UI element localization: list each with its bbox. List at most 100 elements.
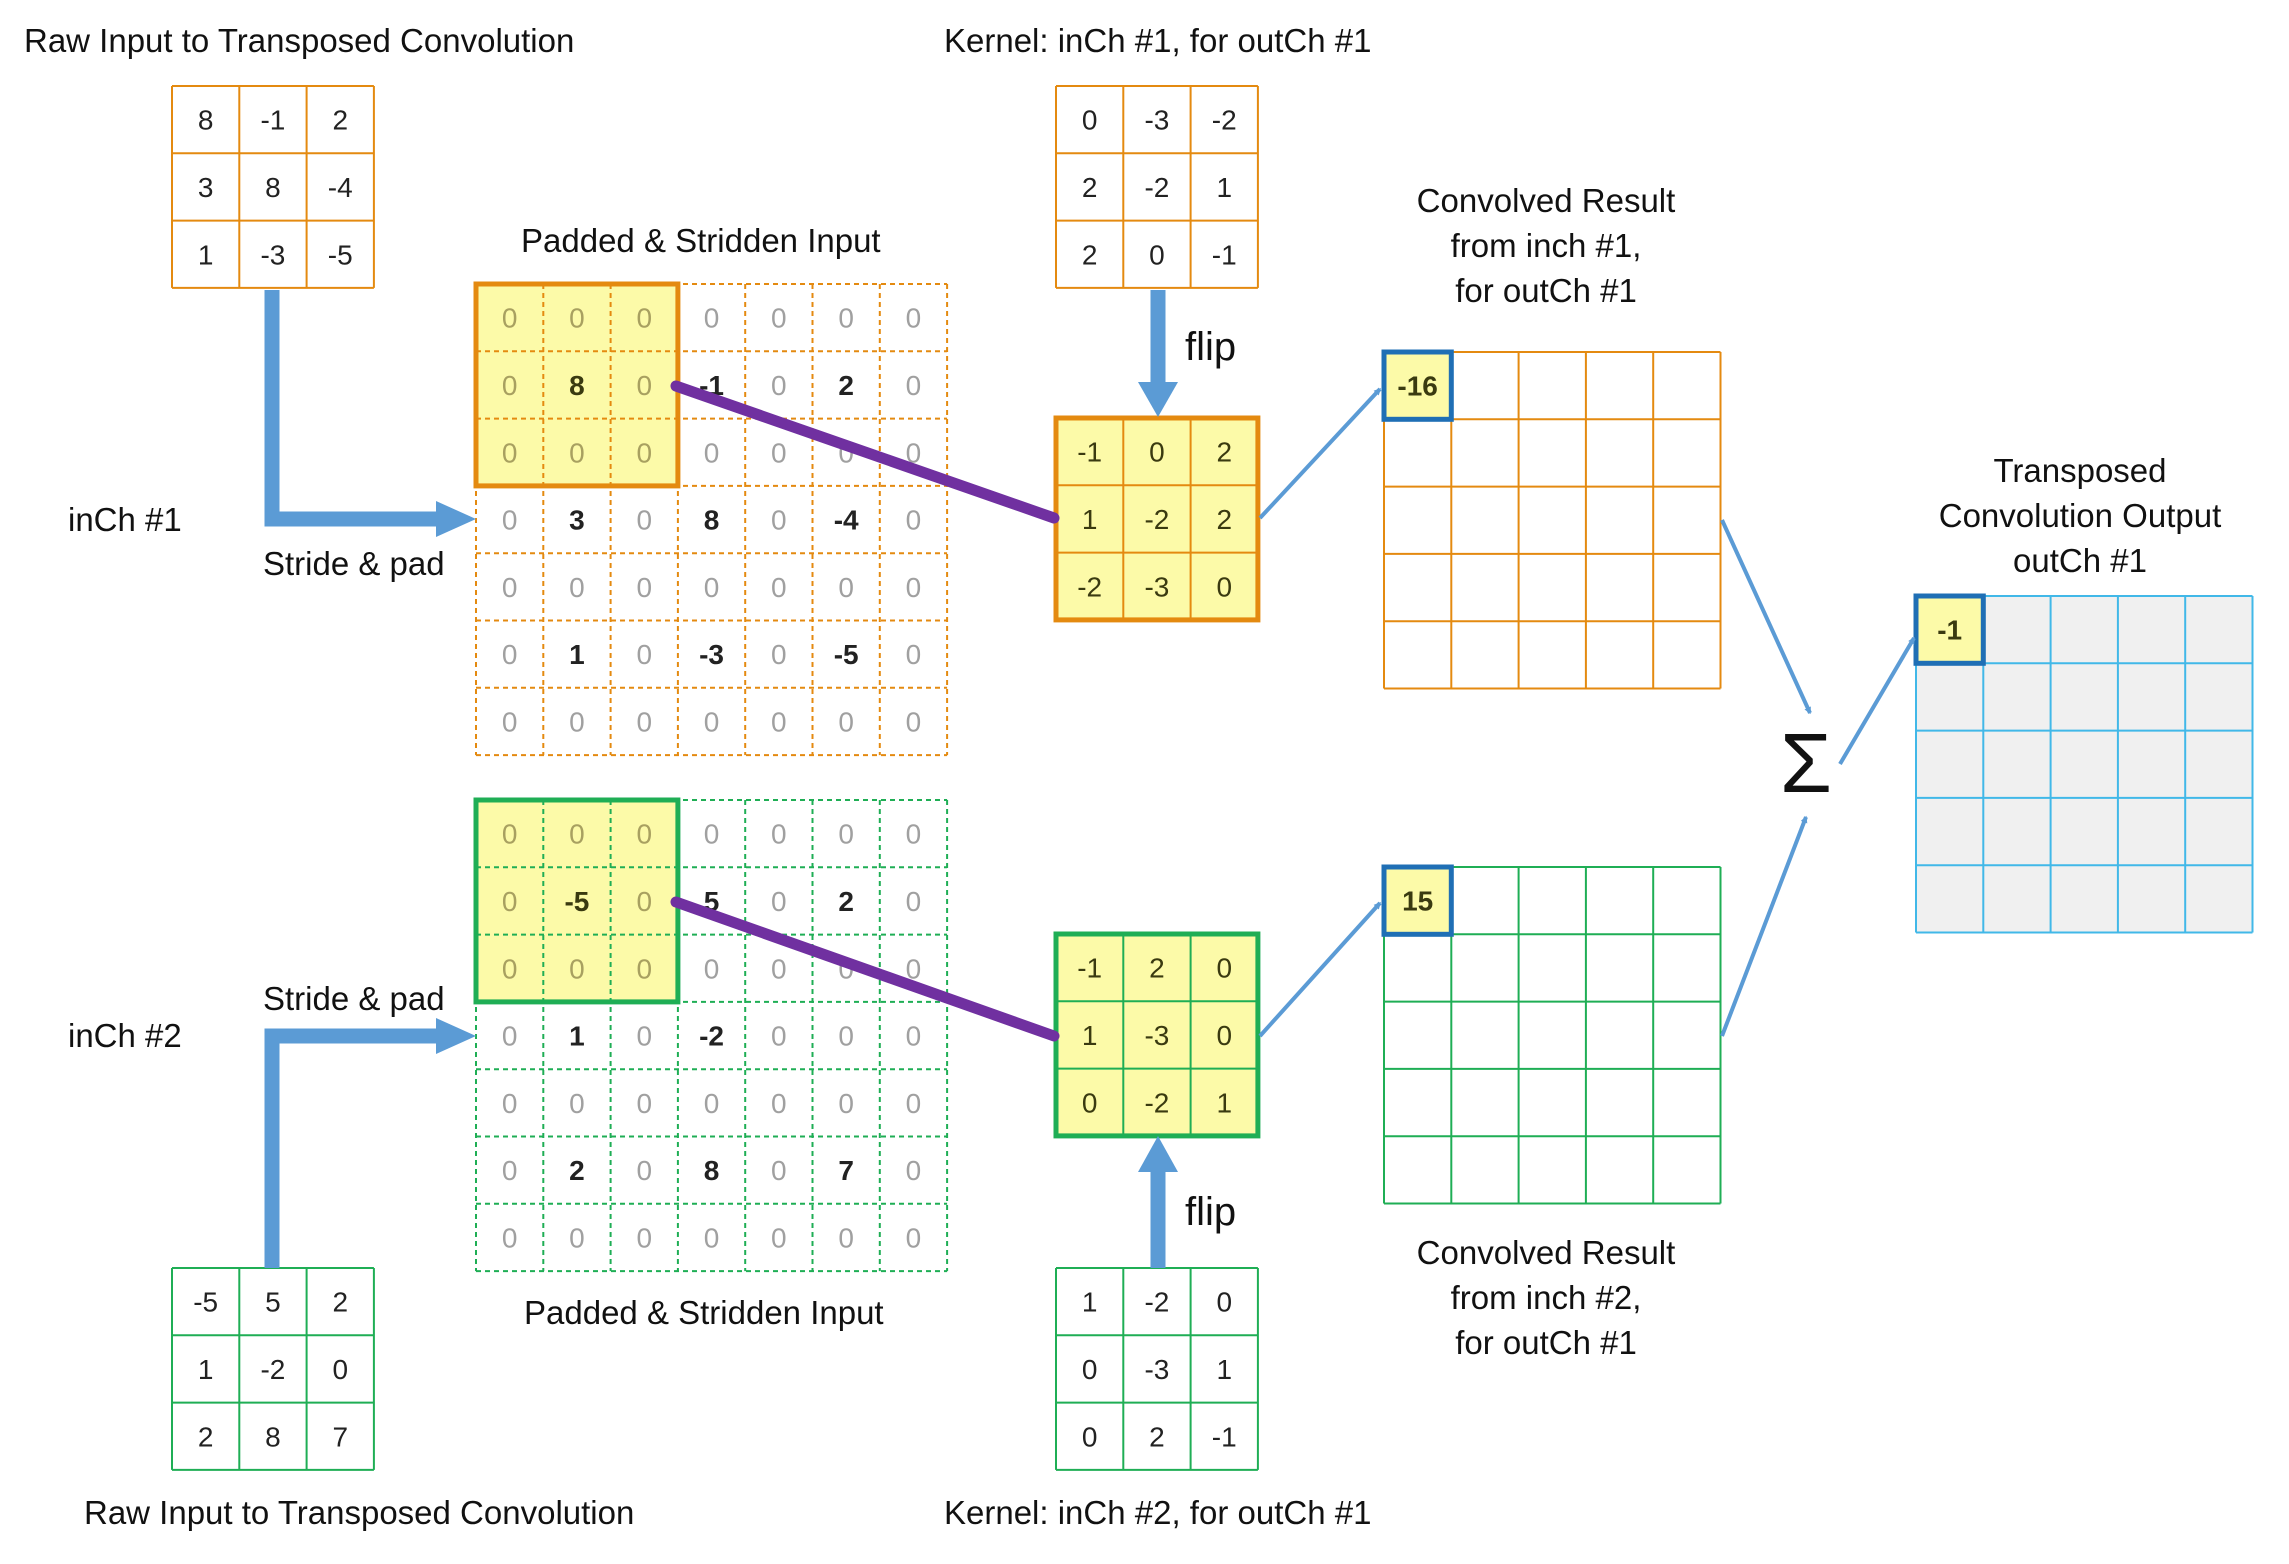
grid-cell: 1 <box>198 1354 214 1385</box>
grid-cell: 0 <box>502 303 518 334</box>
grid-cell: 1 <box>1082 504 1098 535</box>
raw-input-label-top: Raw Input to Transposed Convolution <box>24 22 574 59</box>
grid-cell: 1 <box>198 239 214 270</box>
grid-cell: 0 <box>636 572 652 603</box>
grid-cell: 2 <box>1216 437 1232 468</box>
stride-pad-arrow-inch1 <box>264 290 440 527</box>
grid-cell: 0 <box>906 437 922 468</box>
grid-cell: -5 <box>834 639 859 670</box>
window-fill <box>1056 934 1258 1136</box>
kernel-label-bottom: Kernel: inCh #2, for outCh #1 <box>944 1494 1371 1531</box>
grid-cell: 0 <box>704 1222 720 1253</box>
result1-label-line2: from inch #1, <box>1451 227 1642 264</box>
grid-cell: -3 <box>1144 1020 1169 1051</box>
grid-cell: 0 <box>838 1222 854 1253</box>
grid-cell: -2 <box>1077 571 1102 602</box>
grid-cell: 0 <box>636 1222 652 1253</box>
grid-cell: -2 <box>1144 1087 1169 1118</box>
raw-input-label-bottom: Raw Input to Transposed Convolution <box>84 1494 634 1531</box>
grid-cell: 0 <box>502 819 518 850</box>
grid-cell: 0 <box>502 886 518 917</box>
grid-cell: 0 <box>906 819 922 850</box>
grid-cell: 0 <box>771 886 787 917</box>
grid-cell: 8 <box>198 105 214 136</box>
grid-cell: 0 <box>906 572 922 603</box>
grid-cell: -2 <box>260 1354 285 1385</box>
grid-cell: 0 <box>636 706 652 737</box>
window-link-inch1 <box>670 380 1060 524</box>
sum-to-output-arrow <box>1838 636 1916 766</box>
grid-cell: 0 <box>636 1021 652 1052</box>
grid-cell: 5 <box>265 1287 281 1318</box>
grid-cell: -1 <box>1077 953 1102 984</box>
grid-cell: 0 <box>1082 1087 1098 1118</box>
grid-cell: 2 <box>569 1155 585 1186</box>
grid-cell: -2 <box>699 1021 724 1052</box>
first-output-cell <box>1381 864 1454 937</box>
grid-cell: 0 <box>502 505 518 536</box>
grid-cell: 2 <box>838 370 854 401</box>
grid-cell: 0 <box>906 886 922 917</box>
grid-cell: 0 <box>636 886 652 917</box>
grid-cell: -1 <box>1212 1421 1237 1452</box>
window-link-inch2 <box>670 896 1060 1042</box>
grid-cell: 0 <box>636 953 652 984</box>
stride-pad-arrow-inch2 <box>264 1028 440 1268</box>
grid-cell: 0 <box>771 639 787 670</box>
flip-arrowhead-inch2 <box>1138 1136 1178 1172</box>
grid-cell: 0 <box>838 303 854 334</box>
grid-cell: 0 <box>569 572 585 603</box>
grid-cell: 0 <box>704 303 720 334</box>
grid-cell: 2 <box>1149 953 1165 984</box>
grid-cell: 0 <box>502 572 518 603</box>
grid-cell: 0 <box>906 953 922 984</box>
grid-cell: 0 <box>906 639 922 670</box>
grid-cell: 0 <box>704 572 720 603</box>
grid-cell: 0 <box>332 1354 348 1385</box>
grid-cell: 0 <box>771 505 787 536</box>
grid-cell: 2 <box>1149 1421 1165 1452</box>
grid-cell: 0 <box>636 370 652 401</box>
grid-cell: 0 <box>636 303 652 334</box>
first-output-value: 15 <box>1402 886 1433 917</box>
grid-cell: 8 <box>569 370 585 401</box>
grid-cell: 0 <box>569 1088 585 1119</box>
grid-cell: 2 <box>838 886 854 917</box>
padded-input-label-bottom: Padded & Stridden Input <box>524 1294 884 1331</box>
grid-cell: 0 <box>771 1088 787 1119</box>
grid-cell: 8 <box>265 1421 281 1452</box>
grid-cell: 3 <box>198 172 214 203</box>
stride-pad-label-top: Stride & pad <box>263 545 445 582</box>
grid-cell: 2 <box>1216 504 1232 535</box>
grid-cell: 0 <box>1082 1421 1098 1452</box>
grid-cell: 0 <box>636 639 652 670</box>
transposed-output-grid: -1 <box>1913 593 2254 934</box>
grid-cell: -3 <box>1144 571 1169 602</box>
grid-cell: 0 <box>1149 239 1165 270</box>
result2-label-line3: for outCh #1 <box>1455 1324 1637 1361</box>
padded-input-label-top: Padded & Stridden Input <box>521 222 881 259</box>
grid-cell: 0 <box>1216 1020 1232 1051</box>
grid-cell: 7 <box>332 1421 348 1452</box>
grid-cell: 0 <box>906 1088 922 1119</box>
grid-cell: 0 <box>502 706 518 737</box>
grid-cell: -5 <box>328 239 353 270</box>
grid-cell: 0 <box>502 639 518 670</box>
grid-cell: 2 <box>332 1287 348 1318</box>
stride-pad-arrowhead-inch1 <box>436 501 476 537</box>
window-fill <box>1056 418 1258 620</box>
result2-label-line2: from inch #2, <box>1451 1279 1642 1316</box>
grid-cell: -1 <box>1212 239 1237 270</box>
grid-cell: 0 <box>1216 953 1232 984</box>
grid-cell: 0 <box>771 1155 787 1186</box>
grid-cell: 0 <box>502 1222 518 1253</box>
grid-cell: 0 <box>906 1155 922 1186</box>
grid-cell: 0 <box>906 303 922 334</box>
output-label-line2: Convolution Output <box>1939 497 2222 534</box>
grid-cell: 0 <box>1082 1354 1098 1385</box>
